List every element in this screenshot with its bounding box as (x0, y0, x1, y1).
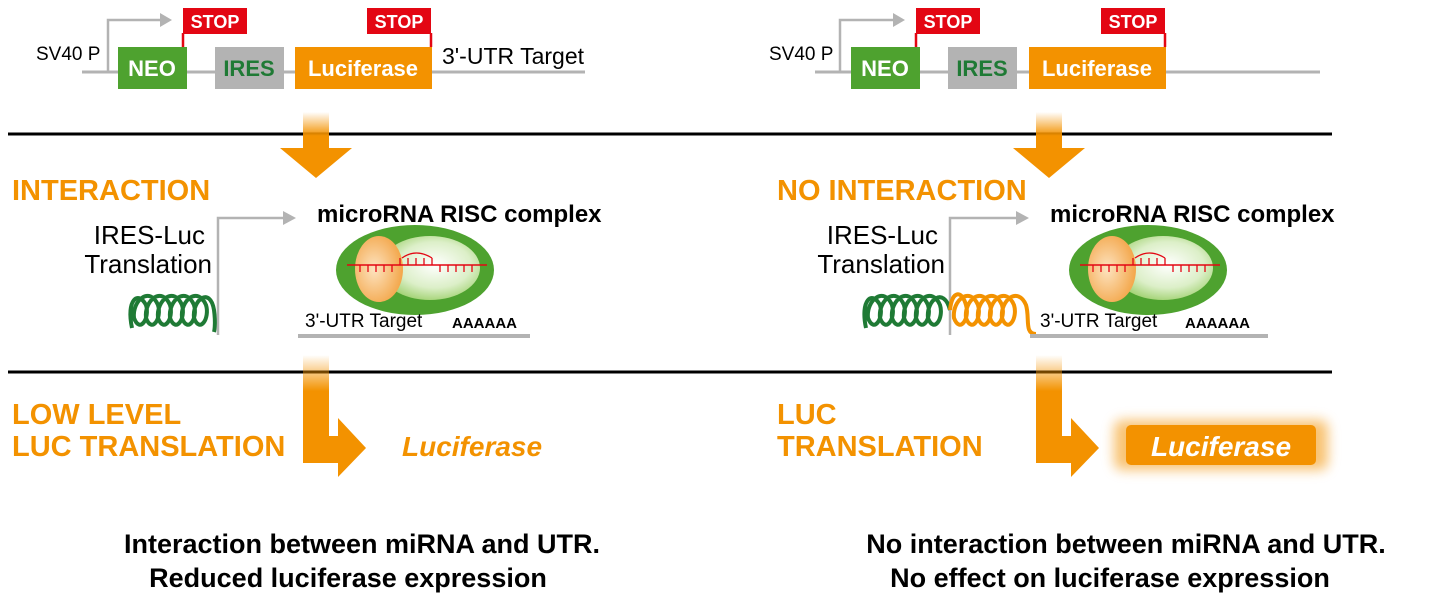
left-neo-box (118, 47, 187, 89)
right-risc-label: microRNA RISC complex (1050, 201, 1335, 228)
left-promoter-arrowhead (160, 13, 172, 27)
right-luciferase-label: Luciferase (1042, 56, 1152, 81)
left-stop2-label: STOP (375, 12, 424, 32)
right-promoter-label: SV40 P (769, 44, 833, 65)
right-panel: SV40 P NEO IRES Luciferase STOP STOP NO … (769, 8, 1386, 593)
right-bent-arrow (1036, 355, 1099, 477)
right-product-box (1114, 420, 1328, 470)
right-polya-label: AAAAAA (1185, 315, 1250, 332)
right-down-arrow (1013, 112, 1085, 178)
left-risc-label: microRNA RISC complex (317, 201, 602, 228)
left-risc-complex (336, 225, 494, 315)
left-stop1-label: STOP (191, 12, 240, 32)
left-promoter-label: SV40 P (36, 44, 100, 65)
left-panel: SV40 P NEO IRES Luciferase STOP STOP 3'-… (12, 8, 602, 593)
left-green-coil (128, 294, 217, 333)
right-stop1-label: STOP (924, 12, 973, 32)
left-ires-label: IRES (223, 56, 274, 81)
left-bent-arrow (303, 355, 366, 477)
left-construct: SV40 P NEO IRES Luciferase STOP STOP 3'-… (36, 8, 585, 89)
right-translation-line2: Translation (817, 249, 945, 279)
left-caption-line1: Interaction between miRNA and UTR. (124, 529, 600, 559)
right-luciferase-box (1029, 47, 1166, 89)
right-translation-line1: IRES-Luc (827, 220, 938, 250)
left-promoter-arrow (106, 18, 160, 72)
right-mrna-utr-label: 3'-UTR Target (1040, 311, 1158, 332)
right-ires-box (948, 47, 1017, 89)
right-neo-box (851, 47, 920, 89)
right-translation-arrowhead (1016, 211, 1029, 225)
left-stop2-box (367, 8, 431, 34)
right-caption-line1: No interaction between miRNA and UTR. (866, 529, 1386, 559)
left-neo-label: NEO (128, 56, 176, 81)
right-green-coil (862, 294, 952, 329)
right-stop2-label: STOP (1109, 12, 1158, 32)
left-down-arrow (280, 112, 352, 178)
right-result-line1: LUC (777, 399, 837, 431)
left-heading: INTERACTION (12, 175, 210, 207)
right-promoter-arrow (838, 18, 893, 72)
right-stop1-box (916, 8, 980, 34)
left-utr-label: 3'-UTR Target (442, 43, 585, 69)
left-translation-arrowhead (283, 211, 296, 225)
right-orange-coil (948, 292, 1037, 336)
left-stop1-box (183, 8, 247, 34)
right-neo-label: NEO (861, 56, 909, 81)
left-product-label: Luciferase (402, 431, 542, 462)
left-ires-box (215, 47, 284, 89)
right-product-label: Luciferase (1151, 431, 1291, 462)
left-translation-arrow (216, 216, 283, 335)
right-construct: SV40 P NEO IRES Luciferase STOP STOP (769, 8, 1320, 89)
right-stop2-box (1101, 8, 1165, 34)
right-heading: NO INTERACTION (777, 175, 1027, 207)
left-result-line2: LUC TRANSLATION (12, 431, 285, 463)
right-result-line2: TRANSLATION (777, 431, 983, 463)
right-caption-line2: No effect on luciferase expression (890, 563, 1330, 593)
left-luciferase-label: Luciferase (308, 56, 418, 81)
left-translation-line1: IRES-Luc (94, 220, 205, 250)
right-ires-label: IRES (956, 56, 1007, 81)
left-mrna-utr-label: 3'-UTR Target (305, 311, 423, 332)
right-risc-complex (1069, 225, 1227, 315)
left-caption-line2: Reduced luciferase expression (149, 563, 547, 593)
right-translation-arrow (948, 216, 1016, 335)
left-result-line1: LOW LEVEL (12, 399, 181, 431)
left-polya-label: AAAAAA (452, 315, 517, 332)
left-translation-line2: Translation (84, 249, 212, 279)
right-promoter-arrowhead (893, 13, 905, 27)
left-luciferase-box (295, 47, 432, 89)
